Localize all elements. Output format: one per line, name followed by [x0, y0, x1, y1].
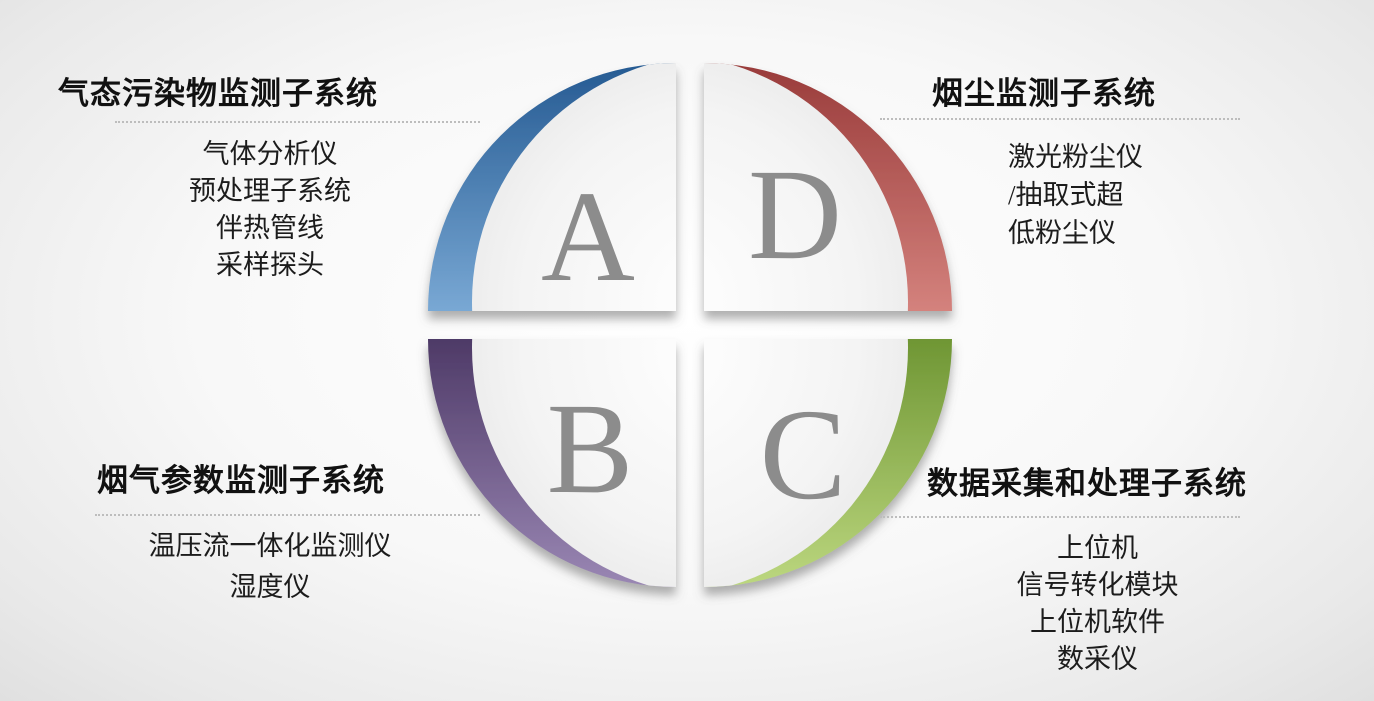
list-item: 湿度仪	[229, 572, 311, 602]
dotted-divider	[880, 516, 1240, 518]
quadrant-c-letter: C	[760, 383, 847, 527]
list-item: 预处理子系统	[189, 176, 351, 206]
list-item: 采样探头	[216, 250, 324, 280]
quadrant-d	[704, 63, 952, 311]
list-item: 数采仪	[1057, 644, 1138, 674]
list-item: 气体分析仪	[202, 139, 338, 169]
quadrant-b	[428, 339, 676, 587]
list-item: 伴热管线	[216, 213, 324, 243]
quadrant-b-letter: B	[547, 377, 634, 521]
quadrant-a-letter: A	[541, 165, 635, 309]
quadrant-c-wedge	[704, 339, 908, 587]
group-data-items: 上位机 信号转化模块 上位机软件 数采仪	[930, 530, 1265, 678]
group-gaseous-items: 气体分析仪 预处理子系统 伴热管线 采样探头	[120, 136, 420, 284]
quadrant-c	[704, 339, 952, 587]
group-dust-title: 烟尘监测子系统	[932, 76, 1156, 111]
group-data-title: 数据采集和处理子系统	[927, 466, 1247, 501]
group-flue-items: 温压流一体化监测仪 湿度仪	[75, 526, 465, 608]
quadrant-b-wedge	[472, 339, 676, 587]
list-item: 上位机软件	[1030, 607, 1165, 637]
list-item: /抽取式超	[1008, 180, 1124, 210]
list-item: 温压流一体化监测仪	[148, 531, 392, 561]
dotted-divider	[115, 121, 480, 123]
group-gaseous-title: 气态污染物监测子系统	[58, 76, 378, 111]
quadrant-a-wedge	[472, 63, 676, 311]
group-flue-title: 烟气参数监测子系统	[97, 463, 385, 498]
group-dust-items: 激光粉尘仪 /抽取式超 低粉尘仪	[1008, 138, 1143, 252]
dotted-divider	[880, 118, 1240, 120]
quadrant-d-wedge	[704, 63, 908, 311]
list-item: 信号转化模块	[1016, 570, 1179, 600]
list-item: 低粉尘仪	[1008, 218, 1116, 248]
dotted-divider	[95, 514, 480, 516]
quadrant-d-letter: D	[748, 143, 842, 287]
list-item: 激光粉尘仪	[1008, 142, 1143, 172]
quadrant-a	[428, 63, 676, 311]
list-item: 上位机	[1057, 533, 1138, 563]
